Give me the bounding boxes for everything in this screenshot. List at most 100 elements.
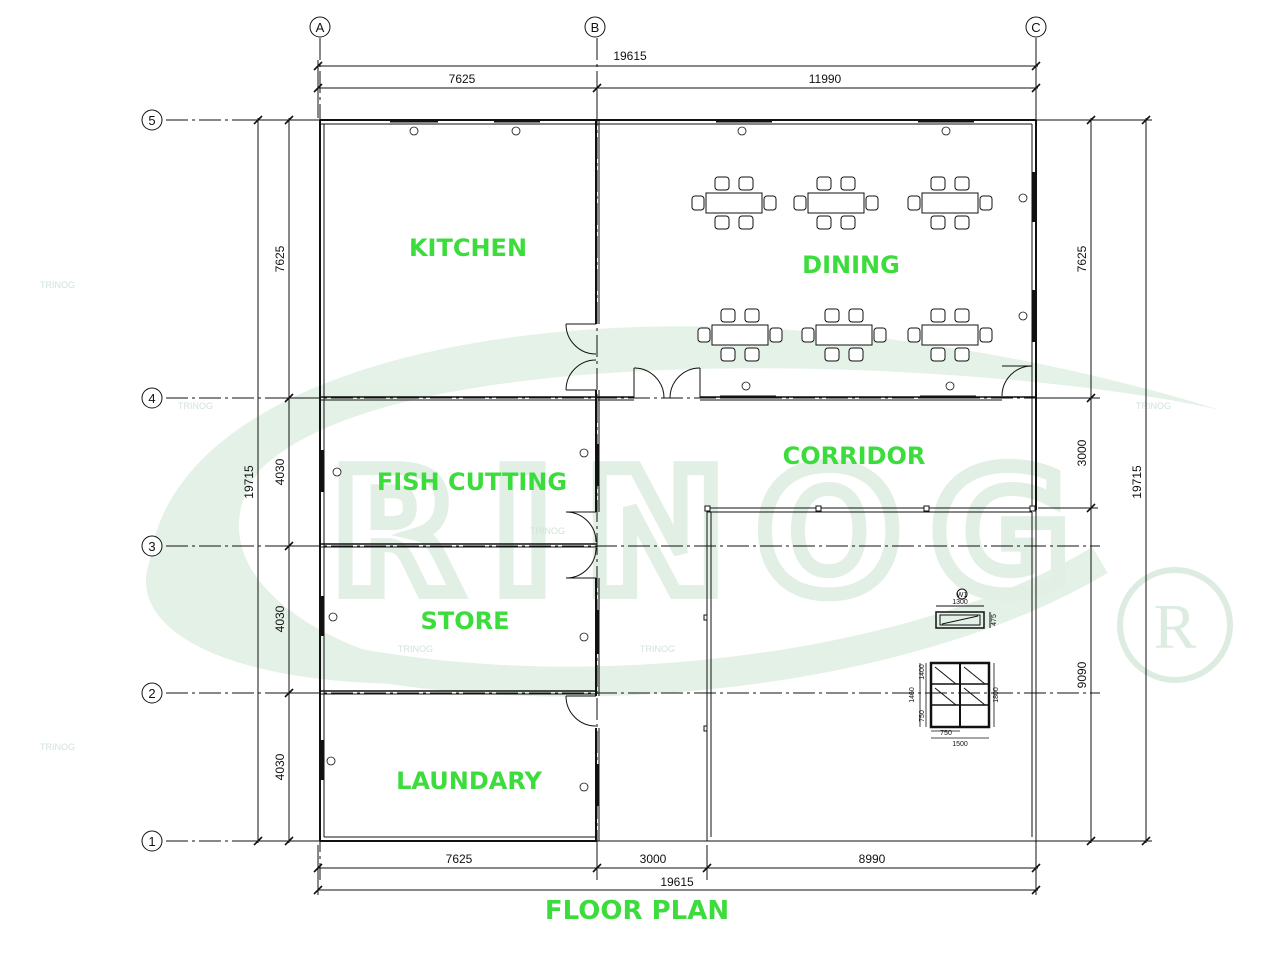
dining-table-set: [907, 308, 993, 362]
window-detail-label: W1: [957, 592, 968, 599]
svg-text:A: A: [316, 20, 325, 35]
chair: [738, 215, 754, 230]
svg-text:5: 5: [148, 113, 155, 128]
dining-table-set: [801, 308, 887, 362]
watermark-swoosh: [145, 326, 1220, 684]
dim-bottom-mid: 3000: [640, 852, 667, 866]
chair: [801, 327, 815, 343]
dim-bottom-right: 8990: [859, 852, 886, 866]
dining-table-set: [691, 176, 777, 230]
chair: [769, 327, 783, 343]
door-detail-height-c: 1400: [919, 664, 926, 680]
axis-bubbles: A B C 5 4 3 2 1: [141, 16, 1047, 852]
room-label-corridor: CORRIDOR: [783, 442, 926, 470]
chair: [979, 327, 993, 343]
dim-right-total: 19715: [1130, 465, 1144, 499]
dim-bottom-total: 19615: [660, 875, 694, 889]
room-label-laundary: LAUNDARY: [396, 767, 542, 795]
chair: [907, 195, 921, 211]
chair: [930, 215, 946, 230]
door-detail-height-d: 750: [919, 710, 926, 722]
dim-left-1: 7625: [273, 245, 287, 272]
chair: [873, 327, 887, 343]
door-detail-width: 1500: [952, 741, 968, 748]
watermark-small-2: TRINOG: [1136, 401, 1171, 411]
axis-row-3: 3: [141, 535, 163, 557]
dim-top-left: 7625: [449, 72, 476, 86]
chair: [824, 347, 840, 362]
dim-left-4: 4030: [273, 753, 287, 780]
chair: [979, 195, 993, 211]
chair: [848, 308, 864, 323]
door-detail-height-a: 1800: [993, 687, 1000, 703]
dining-table-set: [907, 176, 993, 230]
dim-right-1: 7625: [1075, 245, 1089, 272]
dining-table-set: [793, 176, 879, 230]
chair: [954, 308, 970, 323]
dim-top-total: 19615: [613, 49, 647, 63]
chair: [840, 176, 856, 191]
watermark-small-1: TRINOG: [178, 401, 213, 411]
dim-left-3: 4030: [273, 605, 287, 632]
chair: [930, 347, 946, 362]
chair: [793, 195, 807, 211]
chair: [930, 176, 946, 191]
chair: [954, 176, 970, 191]
room-label-fish-cutting: FISH CUTTING: [377, 468, 567, 496]
chair: [954, 215, 970, 230]
chair: [865, 195, 879, 211]
chair: [714, 176, 730, 191]
dim-left-total: 19715: [242, 465, 256, 499]
watermark-small-3: TRINOG: [398, 644, 433, 654]
chair: [720, 308, 736, 323]
chair: [930, 308, 946, 323]
chair: [691, 195, 705, 211]
chair: [763, 195, 777, 211]
axis-row-4: 4: [141, 387, 163, 409]
door-detail-height-b: 1460: [909, 687, 916, 703]
svg-text:4: 4: [148, 391, 155, 406]
window-detail-height: 475: [991, 614, 998, 626]
axis-row-1: 1: [141, 830, 163, 852]
axis-column-c: C: [1025, 16, 1047, 38]
walls: [319, 119, 1037, 842]
axis-column-b: B: [584, 16, 606, 38]
watermark: RINOG R TRINOG TRINOG TRINOG TRINOG TRIN…: [40, 280, 1233, 752]
chair: [824, 308, 840, 323]
svg-text:C: C: [1031, 20, 1040, 35]
watermark-swoosh-lower: [255, 547, 1108, 697]
watermark-small-7: TRINOG: [40, 742, 75, 752]
axis-row-5: 5: [141, 109, 163, 131]
dim-left-2: 4030: [273, 458, 287, 485]
door-detail-leaf: 750: [940, 730, 952, 737]
dim-right-3: 9090: [1075, 661, 1089, 688]
watermark-small-5: TRINOG: [530, 526, 565, 536]
svg-text:2: 2: [148, 686, 155, 701]
window-detail-width: 1300: [952, 599, 968, 606]
axis-column-a: A: [309, 16, 331, 38]
dining-table-set: [697, 308, 783, 362]
chair: [840, 215, 856, 230]
chair: [907, 327, 921, 343]
watermark-small-4: TRINOG: [640, 644, 675, 654]
svg-text:1: 1: [148, 834, 155, 849]
chair: [744, 308, 760, 323]
drawing-title: FLOOR PLAN: [545, 896, 729, 926]
dim-right-2: 3000: [1075, 439, 1089, 466]
dimension-lines: [250, 60, 1152, 895]
windows: [320, 119, 1036, 806]
room-label-dining: DINING: [802, 251, 900, 279]
dimension-ticks: [253, 61, 1151, 895]
registered-mark: R: [1154, 591, 1197, 662]
chair: [954, 347, 970, 362]
registered-mark-circle: [1117, 567, 1233, 683]
dining-furniture: [691, 176, 993, 362]
axis-row-2: 2: [141, 682, 163, 704]
posts: [703, 505, 1036, 732]
dim-top-right: 11990: [809, 72, 842, 86]
chair: [714, 215, 730, 230]
watermark-small-6: TRINOG: [40, 280, 75, 290]
chair: [738, 176, 754, 191]
doors: [565, 323, 1033, 727]
